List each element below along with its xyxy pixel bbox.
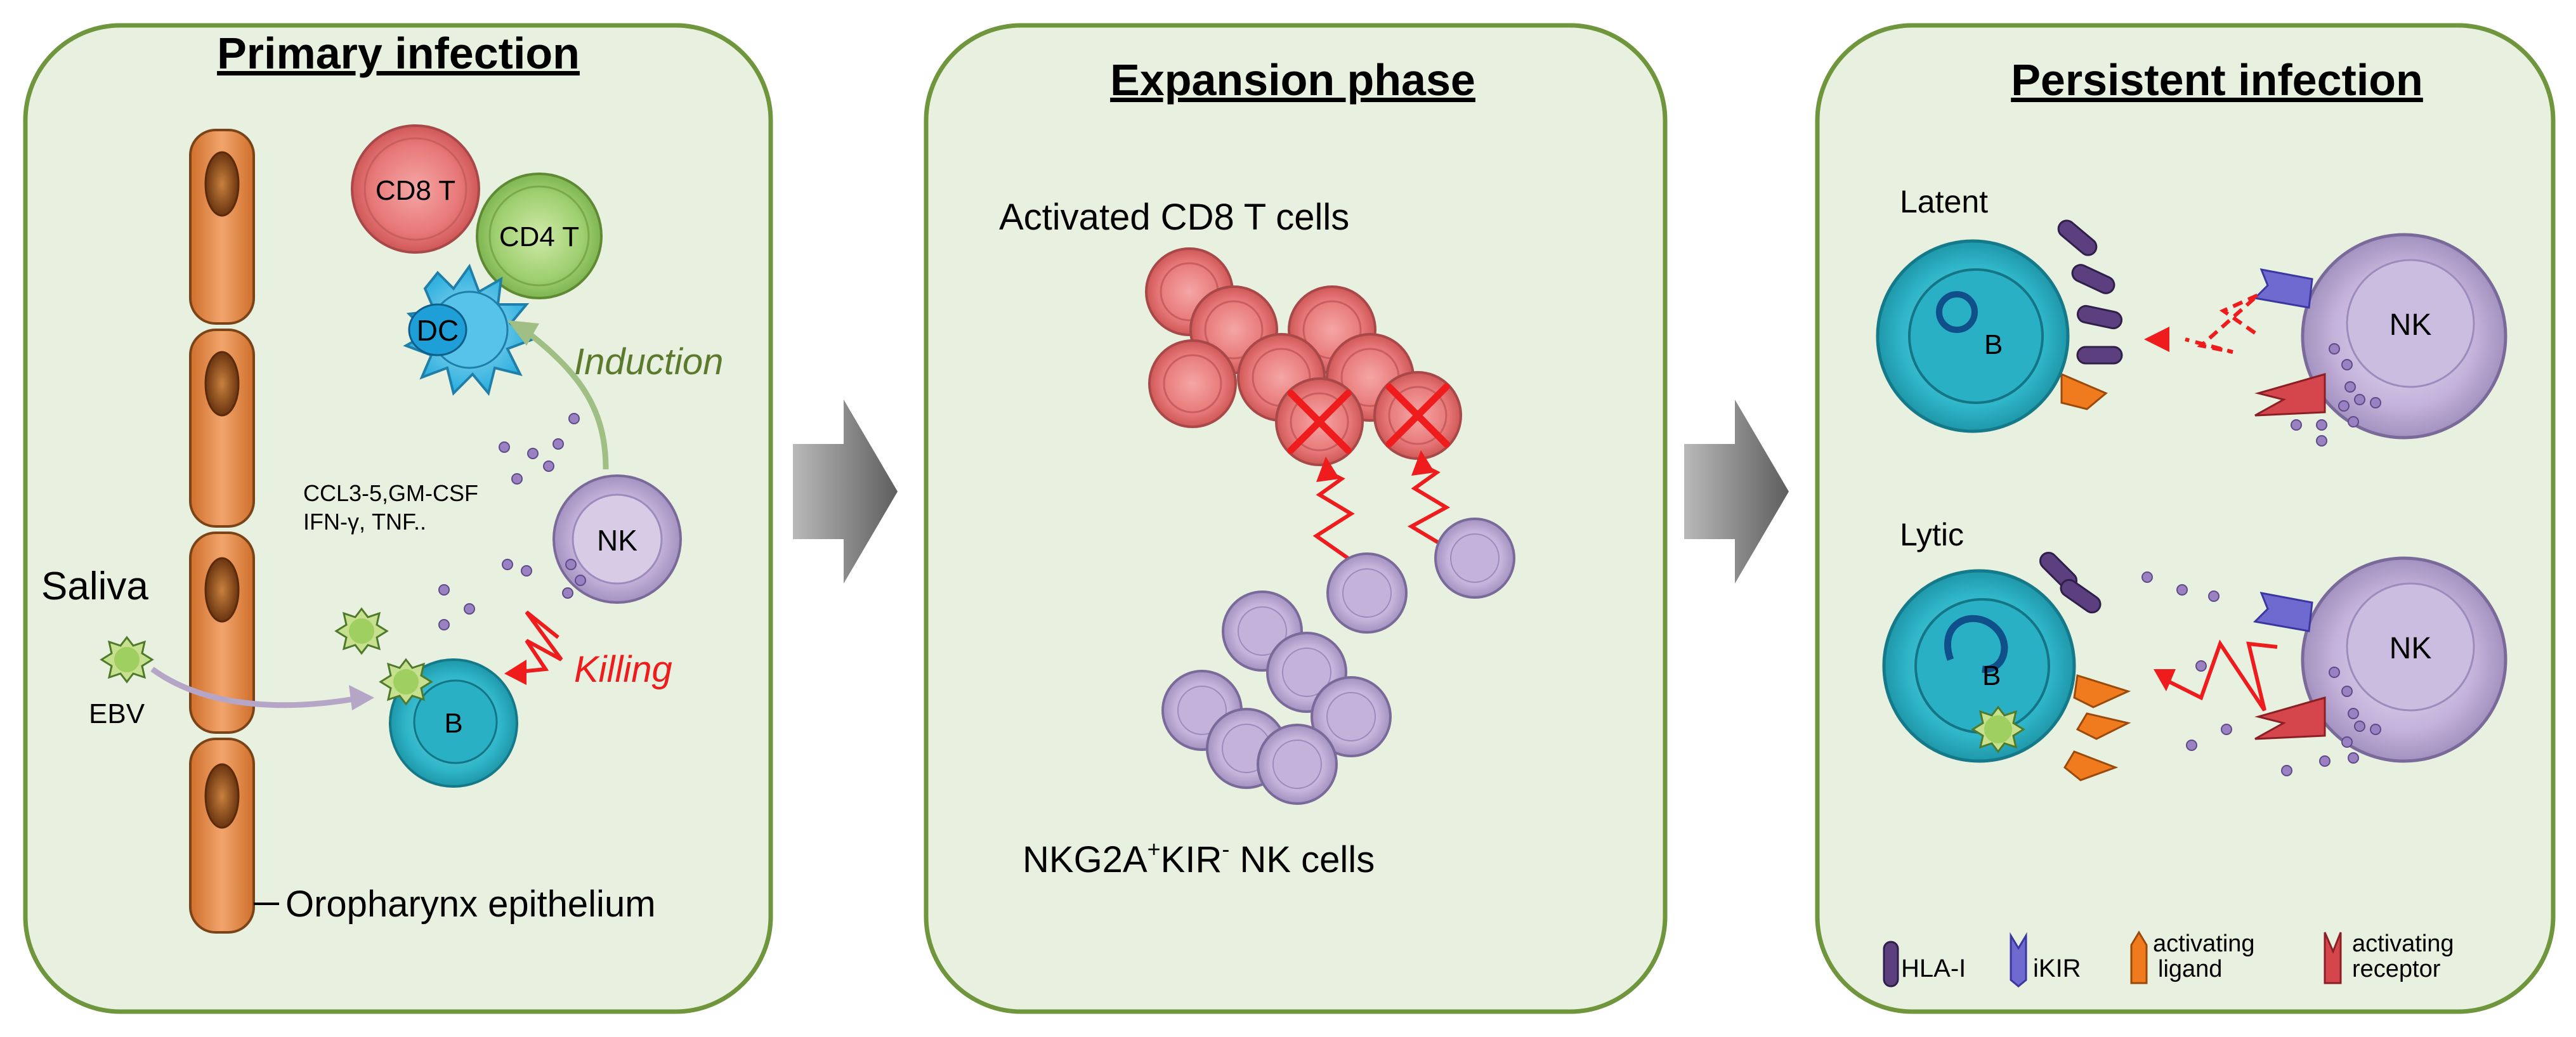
transition-arrow-1 xyxy=(793,400,898,584)
lytic-label: Lytic xyxy=(1900,517,1964,552)
b-label: B xyxy=(444,708,462,739)
legend-hla: HLA-I xyxy=(1883,941,1966,988)
hla-receptors-lytic xyxy=(2039,551,2102,614)
ebv-virion-icon xyxy=(379,658,433,706)
nk-label: NK xyxy=(2390,632,2432,665)
ebv-virion-icon xyxy=(1971,705,2025,753)
b-cell-lytic: B xyxy=(1882,569,2076,763)
nk-cell: NK xyxy=(552,474,682,604)
nk-killing-arrow xyxy=(1312,457,1355,560)
ikir-receptor-icon xyxy=(2252,592,2313,632)
nk-cell xyxy=(1326,552,1408,634)
epithelium-label: Oropharynx epithelium xyxy=(285,884,656,925)
latent-label: Latent xyxy=(1900,184,1988,219)
activating-ligands-lytic xyxy=(2063,674,2131,781)
nk-label: NK xyxy=(2390,308,2432,342)
kill-cross-icon xyxy=(1287,389,1352,454)
ebv-virion-icon xyxy=(100,636,154,684)
panel-title-primary: Primary infection xyxy=(217,29,580,78)
legend: HLA-I iKIR activating ligand activating … xyxy=(1883,930,2454,988)
legend-hla-label: HLA-I xyxy=(1901,955,1966,982)
legend-receptor-label-1: activating xyxy=(2352,930,2454,957)
panel-title-expansion: Expansion phase xyxy=(1110,55,1475,105)
nk-cells-label: NKG2A+KIR- NK cells xyxy=(1023,836,1375,880)
cytokines-line1: CCL3-5,GM-CSF xyxy=(303,480,478,506)
ebv-label: EBV xyxy=(89,698,145,729)
induction-label: Induction xyxy=(574,341,723,382)
legend-activating-ligand: activating ligand xyxy=(2130,930,2255,984)
activating-receptor-icon xyxy=(2254,373,2326,417)
nk-cell xyxy=(1257,724,1338,805)
cd4-t-cell: CD4 T xyxy=(476,173,603,299)
legend-ikir: iKIR xyxy=(2010,932,2081,988)
cd8-label: CD8 T xyxy=(376,175,455,206)
panel-expansion-phase: Expansion phase Activated CD8 T cells xyxy=(924,23,1668,1014)
cd8-t-cell xyxy=(1148,339,1237,428)
saliva-label: Saliva xyxy=(41,564,148,608)
nk-cell-lytic: NK xyxy=(2301,556,2507,763)
induction-arrowhead xyxy=(507,320,539,346)
activating-receptor-icon xyxy=(2254,696,2326,740)
cd8-t-cell-cluster xyxy=(1145,247,1462,466)
panel-title-persistent: Persistent infection xyxy=(2011,55,2423,105)
killing-label: Killing xyxy=(574,649,672,690)
legend-ligand-label-2: ligand xyxy=(2158,956,2222,982)
legend-activating-receptor: activating receptor xyxy=(2324,930,2454,984)
b-cell-latent: B xyxy=(1876,239,2070,433)
granules-latent xyxy=(2291,343,2381,447)
nk-cell xyxy=(1434,518,1515,599)
transition-arrow-2 xyxy=(1684,400,1789,584)
b-label: B xyxy=(1982,660,2001,691)
activated-cd8-label: Activated CD8 T cells xyxy=(999,197,1349,238)
nk-cell-cluster xyxy=(1161,518,1515,805)
cd8-t-cell: CD8 T xyxy=(351,124,480,254)
cytokine-granules xyxy=(438,413,586,630)
kill-cross-icon xyxy=(1385,383,1450,448)
panel-persistent-infection: Persistent infection Latent B NK xyxy=(1815,23,2556,1014)
killing-arrowhead xyxy=(504,660,526,685)
cd4-label: CD4 T xyxy=(499,221,579,252)
oropharynx-epithelium xyxy=(189,129,255,934)
nk-cell xyxy=(1311,676,1392,757)
nk-cell xyxy=(1266,632,1347,713)
cytokines-line2: IFN-γ, TNF.. xyxy=(303,509,426,535)
hla-receptors-latent xyxy=(2057,219,2123,365)
nk-label: NK xyxy=(597,524,637,557)
b-label: B xyxy=(1984,329,2003,360)
dendritic-cell: DC xyxy=(403,263,536,396)
activating-ligand-icon xyxy=(2060,372,2108,410)
ebv-virion-icon xyxy=(334,607,389,655)
ikir-receptor-icon xyxy=(2252,268,2313,309)
legend-ligand-label-1: activating xyxy=(2153,930,2255,957)
legend-ikir-label: iKIR xyxy=(2033,955,2081,982)
nk-killing-arrow xyxy=(1407,450,1451,547)
dc-label: DC xyxy=(417,314,459,347)
ebv-path-arrowhead xyxy=(349,685,374,710)
killing-signal-lytic xyxy=(2154,639,2278,712)
legend-receptor-label-2: receptor xyxy=(2352,956,2441,982)
panel-primary-infection: Primary infection Oropharynx epithelium … xyxy=(23,23,773,1014)
granules-lytic xyxy=(2141,571,2381,776)
blocked-killing-signal xyxy=(2144,293,2259,354)
nk-cell-latent: NK xyxy=(2301,233,2507,440)
nk-cell xyxy=(1161,670,1243,751)
